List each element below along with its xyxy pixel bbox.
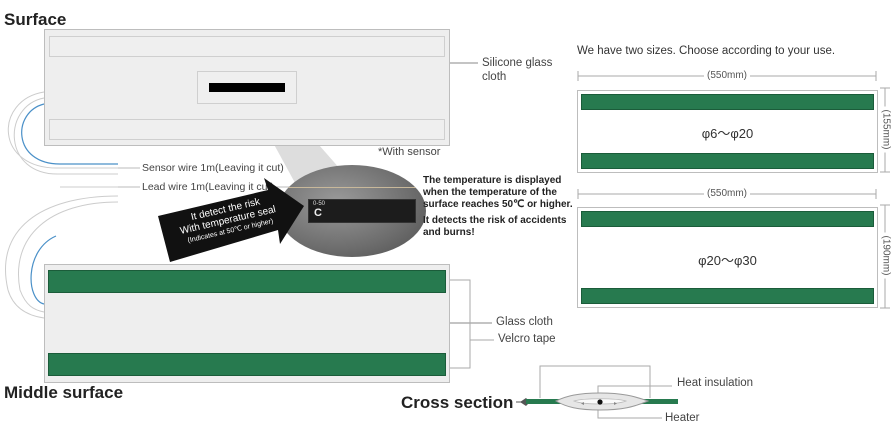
sensor-wire-outer: [8, 91, 118, 169]
size2-velcro-top: [581, 211, 874, 227]
svg-text:▸: ▸: [614, 401, 617, 407]
label-glass-cloth: Glass cloth: [496, 316, 553, 328]
size1-panel: φ6～φ20: [577, 90, 878, 173]
size1-height: (155mm): [880, 106, 892, 153]
middle-wire-blue: [30, 235, 57, 305]
sensor-seal-area: [197, 71, 297, 104]
velcro-tape-bottom: [48, 353, 446, 376]
label-heat-insulation: Heat insulation: [677, 377, 754, 389]
note-display: The temperature is displayed when the te…: [423, 175, 573, 210]
surface-bottom-strip: [49, 119, 445, 140]
middle-wire-inner: [18, 201, 119, 313]
label-with-sensor: *With sensor: [378, 146, 441, 158]
label-lead-wire: Lead wire 1m(Leaving it cut): [142, 181, 274, 193]
surface-panel: [44, 29, 450, 146]
size1-width: (550mm): [704, 70, 751, 81]
velcro-tape-top: [48, 270, 446, 293]
label-sensor-wire: Sensor wire 1m(Leaving it cut): [142, 162, 284, 174]
label-heater: Heater: [665, 412, 700, 424]
sizes-intro: We have two sizes. Choose according to y…: [577, 45, 836, 57]
middle-wire-outer: [5, 195, 119, 319]
size1-velcro-top: [581, 94, 874, 110]
size1-range: φ6～φ20: [701, 126, 754, 141]
sensor-wire-blue: [21, 103, 118, 165]
surface-top-strip: [49, 36, 445, 57]
label-velcro-tape: Velcro tape: [498, 333, 556, 345]
size2-panel: φ20～φ30: [577, 207, 878, 308]
size2-velcro-bottom: [581, 288, 874, 304]
seal-strip: 0-50 C: [308, 199, 416, 223]
label-silicone-glass-cloth: Silicone glass cloth: [482, 57, 553, 83]
note-risk: It detects the risk of accidents and bur…: [423, 215, 567, 238]
heading-cross-section: Cross section: [401, 393, 514, 412]
temperature-seal: [209, 83, 285, 92]
size1-velcro-bottom: [581, 153, 874, 169]
heading-middle-surface: Middle surface: [4, 383, 124, 402]
lead-wire-outer: [13, 97, 118, 175]
heading-surface: Surface: [4, 10, 67, 29]
middle-surface-panel: [44, 264, 450, 383]
size2-height: (190mm): [880, 232, 892, 279]
magnified-seal-circle: 0-50 C: [278, 165, 426, 257]
svg-text:◂: ◂: [581, 401, 584, 407]
size2-width: (550mm): [704, 188, 751, 199]
size2-range: φ20～φ30: [698, 253, 757, 268]
